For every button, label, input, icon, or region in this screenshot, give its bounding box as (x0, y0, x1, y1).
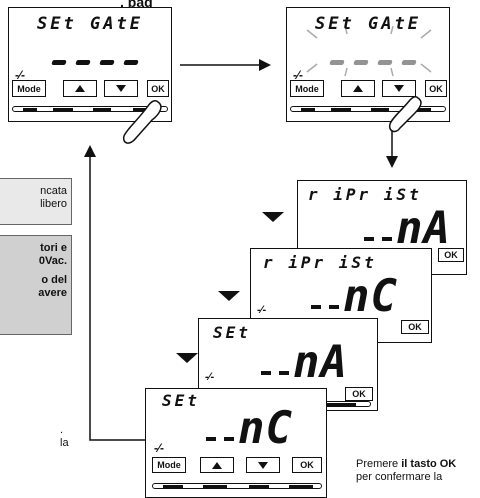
finger-icon (122, 100, 162, 144)
arrow-small-2 (218, 291, 240, 301)
progress-bar (12, 106, 168, 112)
display-panel-1: SEt GAtE -⁄- Mode OK (8, 7, 172, 122)
finger-icon (388, 96, 422, 133)
lcd-big-value: nA (257, 337, 348, 388)
switch-icon: -⁄- (154, 441, 164, 455)
info-line-5: o del (41, 274, 67, 286)
lcd-dashes-blinking (325, 52, 421, 70)
lcd-top-text: r iPr iSt (263, 253, 377, 272)
down-button[interactable] (246, 457, 280, 473)
ok-button[interactable]: OK (401, 320, 429, 334)
caption-line-2: per confermare la (356, 471, 443, 483)
switch-icon: -⁄- (257, 304, 267, 316)
lcd-big-value: nC (307, 271, 398, 322)
ok-button[interactable]: OK (292, 457, 322, 473)
switch-icon: -⁄- (205, 371, 215, 383)
info-box-top: ncata libero (0, 178, 72, 225)
left-text: . la (60, 424, 69, 450)
lcd-big-value: nC (202, 403, 293, 454)
progress-bar (290, 106, 446, 112)
arrow-small-1 (262, 212, 284, 222)
info-line-6: avere (38, 287, 67, 299)
caption: Premere il tasto OK per confermare la (356, 458, 480, 484)
info-box-bottom: tori e 0Vac. o del avere (0, 235, 72, 335)
left-text-line-2: la (60, 437, 69, 449)
mode-button[interactable]: Mode (152, 457, 186, 473)
lcd-dashes (47, 52, 143, 70)
ok-button[interactable]: OK (425, 80, 447, 97)
display-panel-6: SEt nC -⁄- Mode OK (145, 388, 327, 498)
up-button[interactable] (63, 80, 97, 97)
info-line-3: tori e (40, 242, 67, 254)
ok-button[interactable]: OK (147, 80, 169, 97)
mode-button[interactable]: Mode (12, 80, 46, 97)
ok-button[interactable]: OK (438, 248, 464, 262)
info-line-4: 0Vac. (38, 255, 67, 267)
arrow-loop-back (84, 145, 145, 441)
down-button[interactable] (104, 80, 138, 97)
display-panel-2: SEt GAtE -⁄- Mode OK (286, 7, 450, 122)
down-arrow-icon (116, 85, 126, 92)
lcd-top-text: r iPr iSt (308, 185, 422, 204)
up-arrow-icon (75, 85, 85, 92)
progress-bar (152, 483, 322, 489)
lcd-top-text: SEt (213, 323, 251, 342)
info-line-1: ncata (40, 185, 67, 197)
lcd-top-text: SEt GAtE (315, 14, 421, 34)
switch-icon: -⁄- (15, 68, 25, 82)
lcd-top-text: SEt (162, 391, 200, 410)
down-arrow-icon (394, 85, 404, 92)
blink-rays (306, 25, 432, 77)
down-button[interactable] (382, 80, 416, 97)
mode-button[interactable]: Mode (290, 80, 324, 97)
up-arrow-icon (212, 461, 222, 469)
up-arrow-icon (353, 85, 363, 92)
switch-icon: -⁄- (293, 68, 303, 82)
header-fragment: , pag (120, 0, 153, 10)
lcd-big-value: nA (360, 203, 451, 254)
ok-button[interactable]: OK (345, 387, 373, 401)
left-text-line-1: . (60, 424, 64, 436)
arrow-small-3 (176, 353, 198, 363)
left-info-box: ncata libero tori e 0Vac. o del avere (0, 178, 72, 335)
lcd-top-text: SEt GAtE (37, 14, 143, 34)
caption-line-1: Premere il tasto OK (356, 458, 457, 470)
up-button[interactable] (341, 80, 375, 97)
info-line-2: libero (40, 198, 67, 210)
down-arrow-icon (258, 461, 268, 469)
up-button[interactable] (200, 457, 234, 473)
